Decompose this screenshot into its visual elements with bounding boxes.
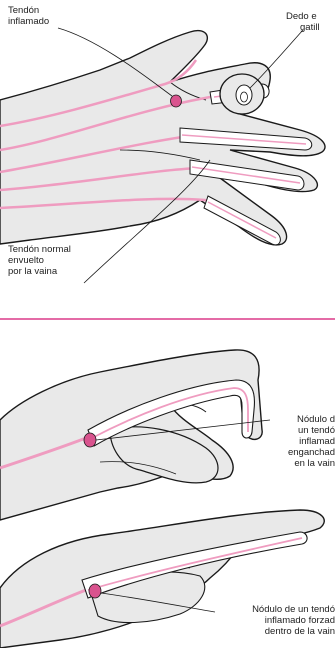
label-nodule-forced-line2: inflamado forzad: [252, 615, 335, 626]
panel-finger-caught: [0, 350, 270, 520]
nodule-forced: [89, 584, 101, 598]
label-normal-tendon-line1: Tendón normal: [8, 244, 71, 255]
label-nodule-forced: Nódulo de un tendó inflamado forzad dent…: [252, 604, 335, 637]
nodule-caught: [84, 433, 96, 447]
label-normal-tendon-line3: por la vaina: [8, 266, 71, 277]
label-trigger-finger-line2: gatill: [286, 22, 320, 33]
label-nodule-caught-line2: un tendó: [288, 425, 335, 436]
label-trigger-finger-line1: Dedo e: [286, 11, 320, 22]
label-normal-tendon-line2: envuelto: [8, 255, 71, 266]
label-nodule-caught-line3: inflamad: [288, 436, 335, 447]
label-nodule-forced-line3: dentro de la vain: [252, 626, 335, 637]
label-nodule-caught-line1: Nódulo d: [288, 414, 335, 425]
label-nodule-caught-line4: enganchad: [288, 447, 335, 458]
inflamed-tendon-nodule: [171, 95, 182, 107]
leader-trigger-finger: [250, 30, 303, 88]
label-nodule-forced-line1: Nódulo de un tendó: [252, 604, 335, 615]
label-trigger-finger: Dedo e gatill: [286, 11, 320, 33]
label-normal-tendon: Tendón normal envuelto por la vaina: [8, 244, 71, 277]
label-nodule-caught-line5: en la vain: [288, 458, 335, 469]
label-inflamed-tendon-line1: Tendón: [8, 5, 49, 16]
label-inflamed-tendon-line2: inflamado: [8, 16, 49, 27]
label-inflamed-tendon: Tendón inflamado: [8, 5, 49, 27]
label-nodule-caught: Nódulo d un tendó inflamad enganchad en …: [288, 414, 335, 469]
